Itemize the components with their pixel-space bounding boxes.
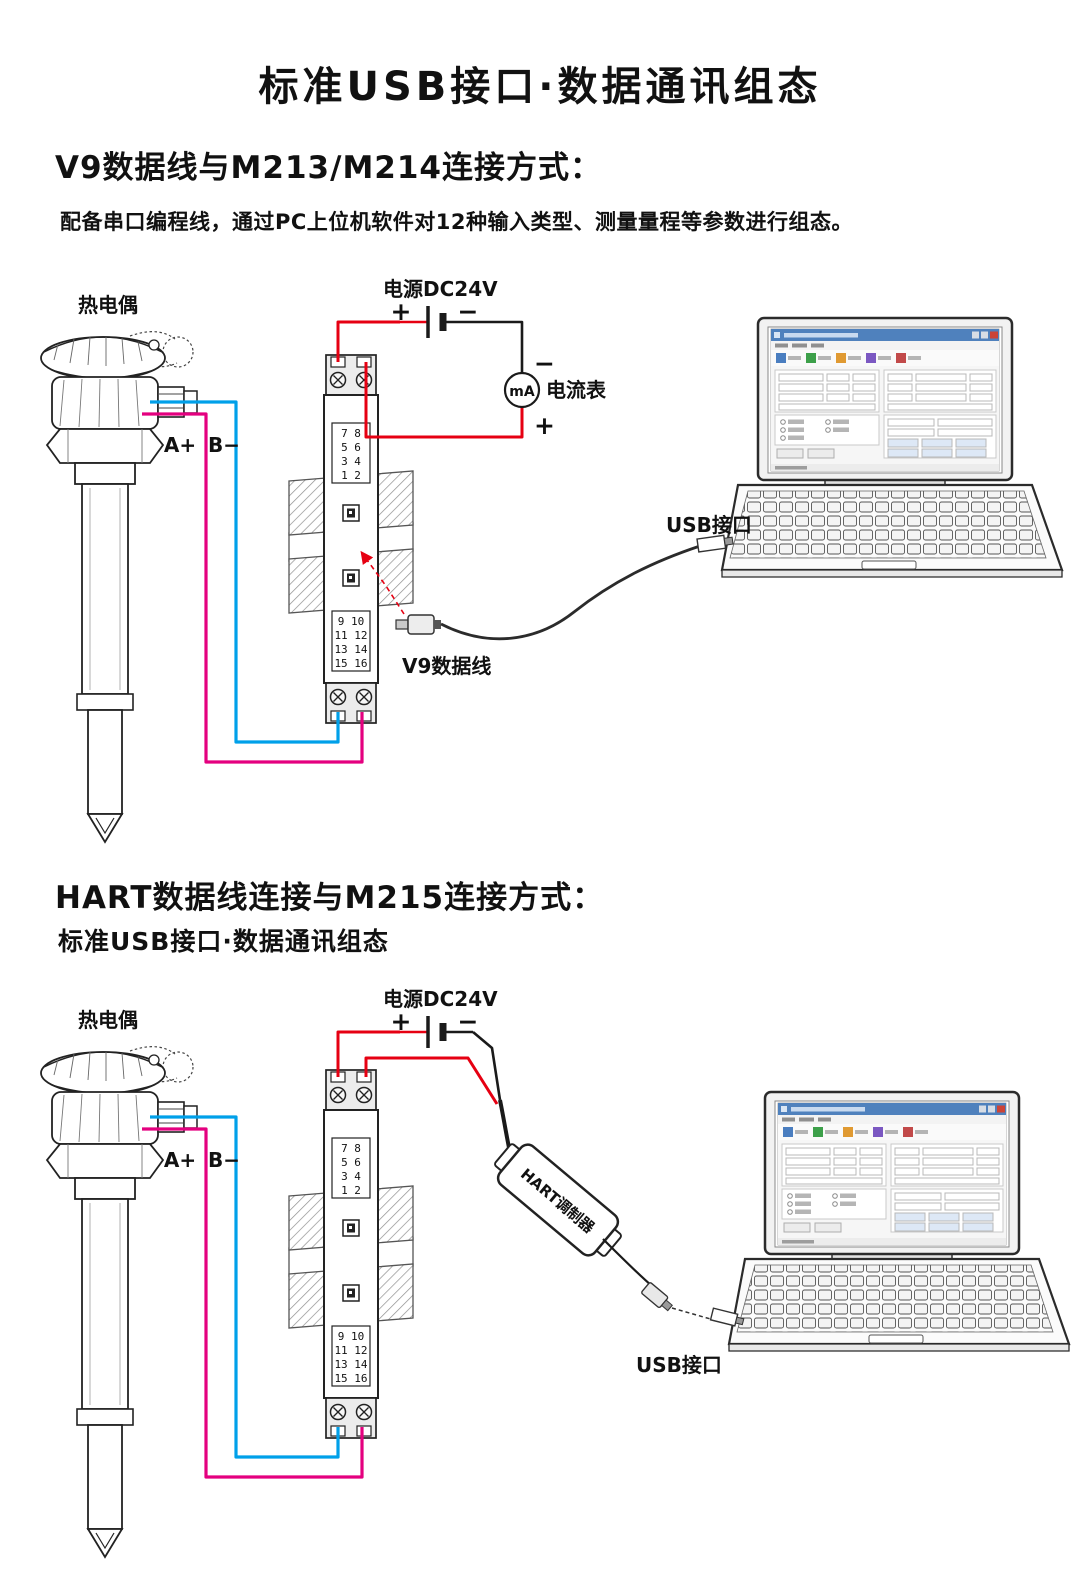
v9-usb-plug — [395, 614, 441, 635]
wire-black-power-minus — [473, 320, 524, 373]
section2-heading: HART数据线连接与M215连接方式： — [55, 880, 605, 916]
wire-b-label-2: B− — [208, 1148, 240, 1172]
wire-b-label-1: B− — [208, 433, 240, 457]
thermocouple-label-1: 热电偶 — [78, 293, 138, 317]
wire-red-power-plus — [336, 320, 400, 362]
usb-connector-laptop1 — [696, 534, 734, 553]
wire-magenta-b — [142, 412, 364, 764]
battery-minus-1: − — [458, 297, 479, 326]
wire-a-label-2: A+ — [164, 1148, 196, 1172]
laptop-1 — [720, 316, 1064, 579]
battery-plus-2: + — [391, 1007, 412, 1036]
hart-cable-out — [602, 1238, 653, 1287]
battery-plus-1: + — [391, 297, 412, 326]
usb-connector-laptop2 — [709, 1307, 745, 1327]
section2-subheading: 标准USB接口·数据通讯组态 — [58, 927, 389, 956]
diagram-v9: mA 热电偶 电源DC24V + − − + 电流表 A+ B− USB接口 V… — [40, 277, 1064, 843]
v9-cable-label: V9数据线 — [402, 654, 491, 678]
ammeter-label: 电流表 — [546, 378, 607, 402]
hart-modem: HART调制器 — [494, 1143, 622, 1257]
ammeter-unit: mA — [509, 384, 535, 400]
thermocouple-2 — [40, 1045, 198, 1558]
thermocouple-1 — [40, 330, 198, 843]
wire-black-power-minus2 — [472, 1031, 502, 1101]
plug-direction-arrow — [360, 550, 405, 615]
section1-heading: V9数据线与M213/M214连接方式： — [55, 150, 602, 186]
diagram-hart: HART调制器 热电偶 电源DC24V + − A+ B− USB接口 — [40, 987, 1071, 1558]
usb-dashed-link — [671, 1307, 715, 1321]
wire-a-label-1: A+ — [164, 433, 196, 457]
wire-magenta-b2 — [142, 1127, 364, 1479]
usb-port-label-1: USB接口 — [666, 513, 752, 537]
meter-minus: − — [534, 349, 555, 378]
wire-blue-a2 — [150, 1115, 340, 1459]
power-label-1: 电源DC24V — [383, 277, 498, 301]
isolator-module-1 — [288, 354, 414, 724]
page-title: 标准USB接口·数据通讯组态 — [258, 64, 822, 110]
wire-red-meter-loop — [364, 362, 524, 439]
usb-port-label-2: USB接口 — [636, 1353, 722, 1377]
thermocouple-label-2: 热电偶 — [78, 1008, 138, 1032]
wire-red-power-plus2 — [336, 1030, 400, 1077]
ammeter-symbol — [503, 371, 541, 409]
isolator-module-2 — [288, 1069, 414, 1439]
hart-usb-plug — [641, 1282, 673, 1312]
section1-description: 配备串口编程线，通过PC上位机软件对12种输入类型、测量量程等参数进行组态。 — [60, 210, 854, 234]
v9-cable — [440, 544, 701, 641]
laptop-2 — [727, 1090, 1071, 1353]
meter-plus: + — [534, 411, 555, 440]
wire-red-loop2 — [364, 1056, 499, 1105]
power-label-2: 电源DC24V — [383, 987, 498, 1011]
battery-minus-2: − — [458, 1007, 479, 1036]
wire-blue-a — [150, 400, 340, 744]
